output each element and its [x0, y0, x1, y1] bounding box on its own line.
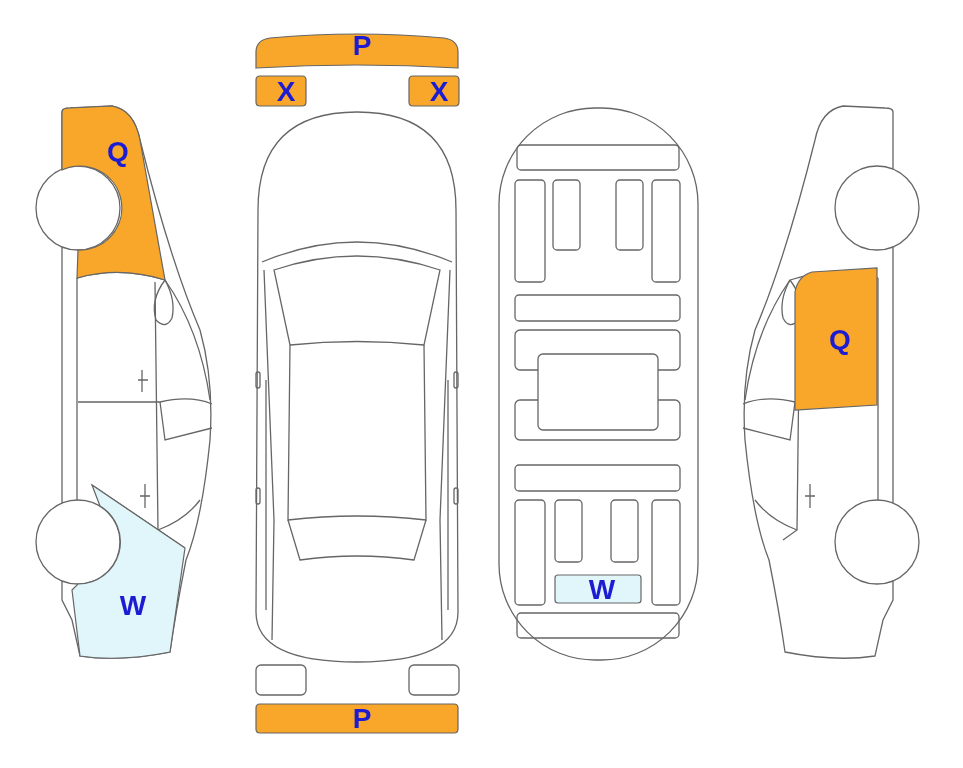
area-outline [256, 704, 458, 733]
area-code: W [589, 576, 615, 604]
left-front-fender-area: Q [58, 104, 168, 282]
area-outline [795, 268, 877, 410]
rear-bumper-area: P [254, 702, 460, 735]
area-shape [58, 104, 168, 282]
front-bumper-area: P [254, 30, 460, 72]
top-view [256, 112, 459, 695]
area-outline [72, 485, 185, 658]
area-code: X [277, 78, 296, 106]
area-outline [256, 76, 306, 106]
right-front-door-area: Q [793, 266, 879, 412]
underbody-area: W [553, 573, 643, 605]
area-outline [62, 106, 165, 280]
area-code: W [120, 592, 146, 620]
area-outline [555, 575, 641, 603]
underbody-view [499, 108, 698, 660]
area-code: Q [107, 138, 129, 166]
area-code: P [353, 705, 372, 733]
area-outline [409, 76, 459, 106]
left-rear-quarter-area: W [70, 483, 187, 663]
area-shape [70, 483, 187, 663]
right-side-view [743, 106, 919, 658]
right-lamp-area: X [407, 74, 461, 108]
area-code: X [430, 78, 449, 106]
left-side-view [36, 106, 212, 658]
area-code: Q [829, 326, 851, 354]
area-code: P [353, 32, 372, 60]
left-lamp-area: X [254, 74, 308, 108]
